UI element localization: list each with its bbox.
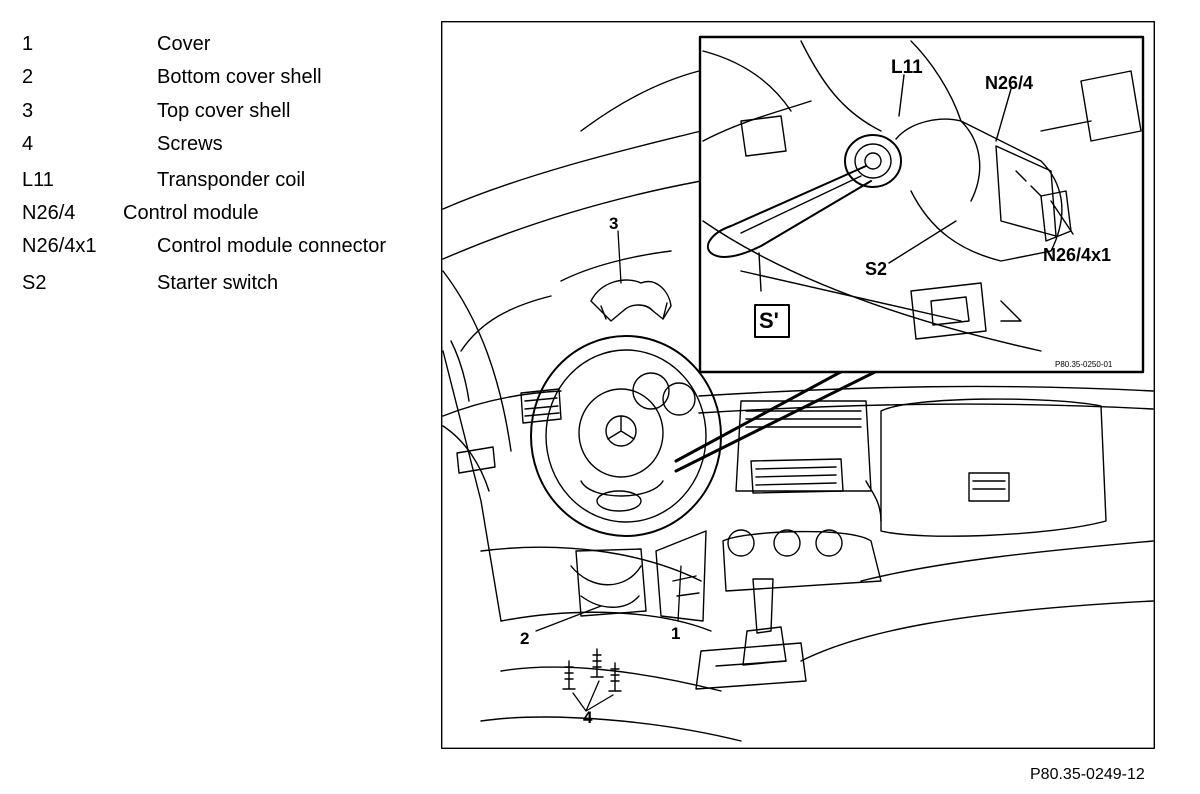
legend-description: Control module connector [157,235,387,257]
legend-description: Transponder coil [157,169,306,191]
callout-1: 1 [671,624,681,643]
inset-label-n26-4: N26/4 [985,73,1034,93]
legend-code: L11 [22,169,54,191]
steering-column [570,279,707,622]
leader-lines [535,230,682,712]
screws [562,648,622,692]
legend-description: Screws [157,133,223,155]
zoom-wedge [674,359,883,473]
legend-description: Bottom cover shell [157,66,322,88]
glovebox [865,398,1107,537]
legend: 1 Cover 2 Bottom cover shell 3 Top cover… [0,0,430,300]
legend-code: S2 [22,272,47,294]
legend-code: 2 [22,66,34,88]
legend-description: Control module [123,202,259,224]
dashboard-illustration [441,21,1155,749]
figure-code: P80.35-0249-12 [1030,766,1145,783]
dashboard-figure: L11 N26/4 N26/4x1 S2 S' P80.35-0250-01 3… [441,21,1155,749]
inset-code: P80.35-0250-01 [1055,360,1113,369]
inset-detail [698,35,1145,374]
legend-code: N26/4x1 [22,235,97,257]
inset-label-n26-4x1: N26/4x1 [1043,245,1112,265]
legend-code: N26/4 [22,202,76,224]
figure-frame [441,21,1155,749]
legend-code: 3 [22,100,34,122]
callout-2: 2 [520,629,530,648]
steering-wheel [530,335,722,537]
legend-description: Cover [157,33,211,55]
center-console [480,400,1154,742]
legend-code: 1 [22,33,34,55]
inset-label-s2: S2 [865,259,888,279]
callout-3: 3 [609,214,619,233]
callout-4: 4 [583,708,593,727]
legend-description: Top cover shell [157,100,291,122]
legend-code: 4 [22,133,34,155]
inset-label-l11: L11 [891,57,923,78]
dashboard-outline [442,70,1154,632]
legend-description: Starter switch [157,272,279,294]
inset-symbol: S' [759,308,779,333]
